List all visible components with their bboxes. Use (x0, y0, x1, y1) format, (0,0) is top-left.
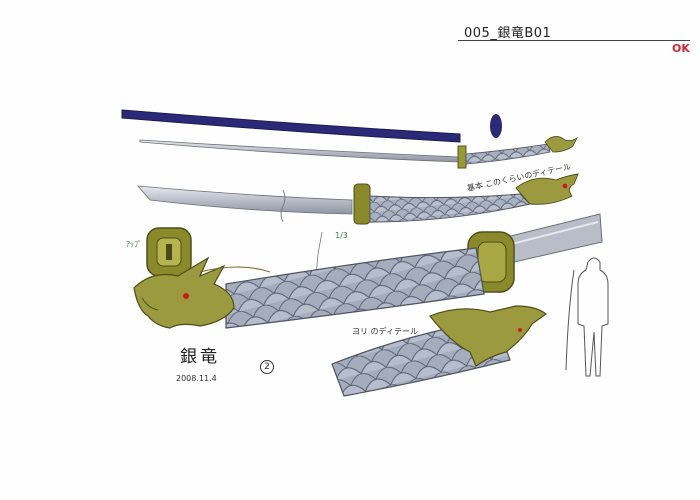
dragon-hilt-icon (331, 305, 547, 397)
annotation-scale: 1/3 (335, 231, 348, 240)
figure-icon (565, 257, 609, 377)
dragon-hilt-icon (133, 213, 603, 329)
annotation-tsuba: ｱｯﾌﾟ (126, 240, 142, 249)
item-name: 銀竜 (180, 347, 220, 367)
item-date: 2008.11.4 (176, 374, 217, 383)
approval-stamp: OK (672, 42, 690, 55)
sheet-title: 005_銀竜B01 (464, 26, 552, 41)
katana-icon (139, 136, 579, 169)
scabbard-icon (121, 109, 502, 143)
katana-icon (137, 173, 579, 277)
item-number: 2 (260, 360, 274, 374)
annotation-closeup-detail: ヨリ のディテール (352, 327, 418, 336)
header-rule (458, 40, 690, 41)
tsuba-icon (146, 227, 192, 277)
